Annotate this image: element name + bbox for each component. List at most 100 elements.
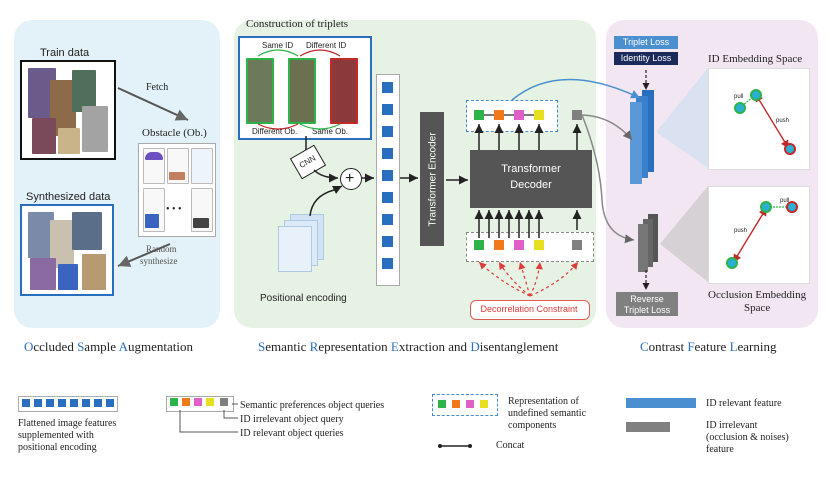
occlusion-embedding-label-2: Space	[744, 302, 771, 314]
transformer-decoder-label-1: Transformer	[501, 163, 561, 175]
occlusion-embedding-label-1: Occlusion Embedding	[708, 289, 807, 301]
decorrelation-label: Decorrelation Constraint	[480, 304, 578, 314]
id-embedding-label: ID Embedding Space	[708, 53, 803, 65]
output-query-green	[474, 110, 484, 120]
legend-id-irrelevant-query: ID irrelevant object query	[240, 414, 344, 425]
different-ob-label: Different Ob.	[252, 127, 298, 136]
legend-feature-token	[94, 399, 102, 407]
legend-concat: Concat	[496, 440, 525, 451]
plus-circle: +	[340, 168, 362, 190]
id-feature-stack-1	[630, 102, 642, 184]
legend-query-orange	[182, 398, 190, 406]
transformer-encoder	[420, 112, 444, 246]
legend-id-irrelevant-3: feature	[706, 444, 734, 455]
reverse-triplet-box	[616, 292, 678, 316]
pull-label-id: pull	[734, 94, 744, 100]
legend-id-irrelevant-2: (occlusion & noises)	[706, 432, 789, 443]
fetch-label: Fetch	[146, 82, 169, 93]
caption-augmentation: Occluded Sample Augmentation	[24, 339, 193, 354]
random-label-2: synthesize	[140, 256, 178, 266]
occ-feature-stack-1	[638, 224, 648, 272]
legend-id-relevant-queries: ID relevant object queries	[240, 428, 344, 439]
caption-contrast: Contrast Feature Learning	[640, 339, 777, 354]
output-query-yellow	[534, 110, 544, 120]
positional-encoding-label: Positional encoding	[260, 293, 347, 304]
legend-representation-3: components	[508, 420, 557, 431]
identity-loss-box: Identity Loss	[614, 52, 678, 65]
legend-flattened-3: positional encoding	[18, 442, 97, 453]
legend-rep-orange	[452, 400, 460, 408]
legend-flattened-2: supplemented with	[18, 430, 94, 441]
positional-stack-1	[278, 226, 312, 272]
synthesized-data-image	[20, 204, 114, 296]
occ-feature-stack-2	[643, 219, 653, 267]
obstacle-ellipsis: • • •	[166, 204, 182, 215]
feature-token	[382, 148, 393, 159]
output-query-pink	[514, 110, 524, 120]
legend-id-relevant-feature: ID relevant feature	[706, 398, 782, 409]
legend-id-relevant-swatch	[626, 398, 696, 408]
anchor-image	[246, 58, 274, 124]
different-id-label: Different ID	[306, 41, 347, 50]
legend-query-gray	[220, 398, 228, 406]
legend-representation-2: undefined semantic	[508, 408, 587, 419]
legend-rep-yellow	[480, 400, 488, 408]
legend-feature-token	[82, 399, 90, 407]
output-query-gray	[572, 110, 582, 120]
random-label-1: Random	[146, 244, 177, 254]
reverse-label-1: Reverse	[630, 294, 664, 304]
feature-token	[382, 82, 393, 93]
decorrelation-box	[470, 300, 590, 320]
legend-feature-token	[70, 399, 78, 407]
input-query-group	[466, 232, 594, 262]
legend-rep-pink	[466, 400, 474, 408]
legend-rep-green	[438, 400, 446, 408]
feature-token	[382, 170, 393, 181]
caption-extraction: Semantic Representation Extraction and D…	[258, 339, 559, 354]
legend-id-irrelevant-swatch	[626, 422, 670, 432]
negative-image	[330, 58, 358, 124]
feature-token	[382, 104, 393, 115]
input-query-gray	[572, 240, 582, 250]
transformer-decoder	[470, 150, 592, 208]
synthesized-data-label: Synthesized data	[26, 191, 111, 203]
same-ob-label: Same Ob.	[312, 127, 349, 136]
input-query-yellow	[534, 240, 544, 250]
feature-token	[382, 236, 393, 247]
legend-query-green	[170, 398, 178, 406]
train-data-image	[20, 60, 116, 160]
legend-semantic-pref: Semantic preferences object queries	[240, 400, 385, 411]
triplet-loss-box: Triplet Loss	[614, 36, 678, 49]
legend-flattened-swatch	[18, 396, 118, 412]
train-data-label: Train data	[40, 47, 90, 59]
construction-label: Construction of triplets	[246, 18, 349, 30]
positive-image	[288, 58, 316, 124]
occ-feature-stack-3	[648, 214, 658, 262]
output-query-orange	[494, 110, 504, 120]
input-query-orange	[494, 240, 504, 250]
pull-label-occ: pull	[780, 198, 790, 204]
legend-feature-token	[34, 399, 42, 407]
obstacle-image	[138, 143, 216, 237]
feature-token	[382, 192, 393, 203]
legend-feature-token	[46, 399, 54, 407]
legend-query-yellow	[206, 398, 214, 406]
legend-flattened-1: Flattened image features	[18, 418, 117, 429]
legend-representation-swatch	[432, 394, 498, 416]
transformer-decoder-label-2: Decoder	[510, 179, 552, 191]
reverse-label-2: Triplet Loss	[623, 305, 671, 315]
same-id-label: Same ID	[262, 41, 294, 50]
feature-token	[382, 126, 393, 137]
legend-representation-1: Representation of	[508, 396, 579, 407]
legend-feature-token	[58, 399, 66, 407]
input-query-green	[474, 240, 484, 250]
legend-feature-token	[106, 399, 114, 407]
input-query-pink	[514, 240, 524, 250]
legend-query-pink	[194, 398, 202, 406]
feature-token	[382, 258, 393, 269]
legend-feature-token	[22, 399, 30, 407]
obstacle-label: Obstacle (Ob.)	[142, 127, 207, 139]
legend-id-irrelevant-1: ID irrelevant	[706, 420, 758, 431]
